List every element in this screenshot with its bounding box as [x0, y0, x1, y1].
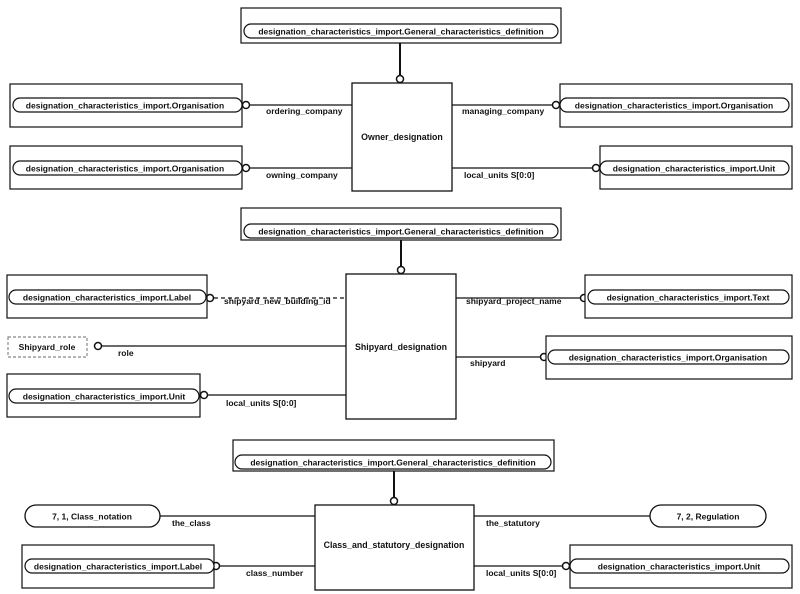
relation-end-circle	[561, 561, 571, 571]
general-definition-ref	[234, 454, 552, 470]
shipyard-role-box	[7, 336, 88, 358]
relation-end-circle	[93, 341, 103, 351]
owner-designation-name: Owner_designation	[361, 132, 443, 142]
relation-label: class_number	[246, 568, 304, 578]
svg-text:designation_characteristics_im: designation_characteristics_import.Unit	[598, 562, 761, 572]
svg-text:designation_characteristics_im: designation_characteristics_import.Text	[607, 293, 770, 303]
svg-text:designation_characteristics_im: designation_characteristics_import.Gener…	[258, 227, 543, 237]
relation-label: ordering_company	[266, 106, 343, 116]
shipyard-designation-name: Shipyard_designation	[355, 342, 447, 352]
organisation-ref	[559, 97, 790, 113]
shipyard-designation-box	[345, 273, 457, 420]
relation-end-circle	[241, 163, 251, 173]
organisation-ref	[12, 160, 243, 176]
relation-label: local_units S[0:0]	[464, 170, 535, 180]
svg-text:designation_characteristics_im: designation_characteristics_import.Gener…	[250, 458, 535, 468]
organisation-ref	[12, 97, 243, 113]
class-notation-ref	[24, 504, 161, 528]
class-and-statutory-designation-box	[314, 504, 475, 591]
svg-text:designation_characteristics_im: designation_characteristics_import.Organ…	[575, 101, 773, 111]
owner-designation-group: Owner_designation designation_characteri…	[9, 7, 793, 192]
relation-label: owning_company	[266, 170, 338, 180]
class-and-statutory-designation-group: Class_and_statutory_designation designat…	[21, 439, 793, 591]
relation-end-circle	[389, 496, 399, 506]
regulation-ref	[649, 504, 767, 528]
label-ref	[24, 558, 215, 574]
svg-text:designation_characteristics_im: designation_characteristics_import.Unit	[23, 392, 186, 402]
class-and-statutory-designation-name: Class_and_statutory_designation	[324, 540, 465, 550]
relation-label: shipyard_project_name	[466, 296, 562, 306]
relation-end-circle	[199, 390, 209, 400]
unit-ref	[599, 160, 790, 176]
relation-end-circle	[395, 74, 405, 84]
text-ref	[587, 289, 790, 305]
relation-label: the_statutory	[486, 518, 540, 528]
svg-text:Shipyard_role: Shipyard_role	[19, 342, 76, 352]
organisation-ref	[547, 349, 790, 365]
relation-label: the_class	[172, 518, 211, 528]
unit-ref	[569, 558, 790, 574]
svg-text:designation_characteristics_im: designation_characteristics_import.Label	[34, 562, 202, 572]
svg-text:designation_characteristics_im: designation_characteristics_import.Organ…	[569, 353, 767, 363]
relation-label: role	[118, 348, 134, 358]
label-ref	[8, 289, 207, 305]
relation-end-circle	[591, 163, 601, 173]
relation-end-circle	[551, 100, 561, 110]
relation-label: local_units S[0:0]	[226, 398, 297, 408]
svg-text:designation_characteristics_im: designation_characteristics_import.Organ…	[26, 164, 224, 174]
relation-end-circle	[241, 100, 251, 110]
relation-label: local_units S[0:0]	[486, 568, 557, 578]
relation-end-circle	[396, 265, 406, 275]
svg-text:designation_characteristics_im: designation_characteristics_import.Label	[23, 293, 191, 303]
svg-text:7, 2, Regulation: 7, 2, Regulation	[677, 512, 740, 522]
general-definition-ref	[243, 223, 559, 239]
relation-label: shipyard	[470, 358, 505, 368]
general-definition-ref	[243, 23, 559, 39]
svg-text:designation_characteristics_im: designation_characteristics_import.Unit	[613, 164, 776, 174]
svg-text:7, 1, Class_notation: 7, 1, Class_notation	[52, 512, 132, 522]
svg-text:designation_characteristics_im: designation_characteristics_import.Gener…	[258, 27, 543, 37]
relation-label: shipyard_new_building_id	[224, 296, 331, 306]
relation-label: managing_company	[462, 106, 544, 116]
owner-designation-box	[351, 82, 453, 192]
svg-text:designation_characteristics_im: designation_characteristics_import.Organ…	[26, 101, 224, 111]
unit-ref	[8, 388, 200, 404]
shipyard-designation-group: Shipyard_designation designation_charact…	[6, 207, 793, 420]
